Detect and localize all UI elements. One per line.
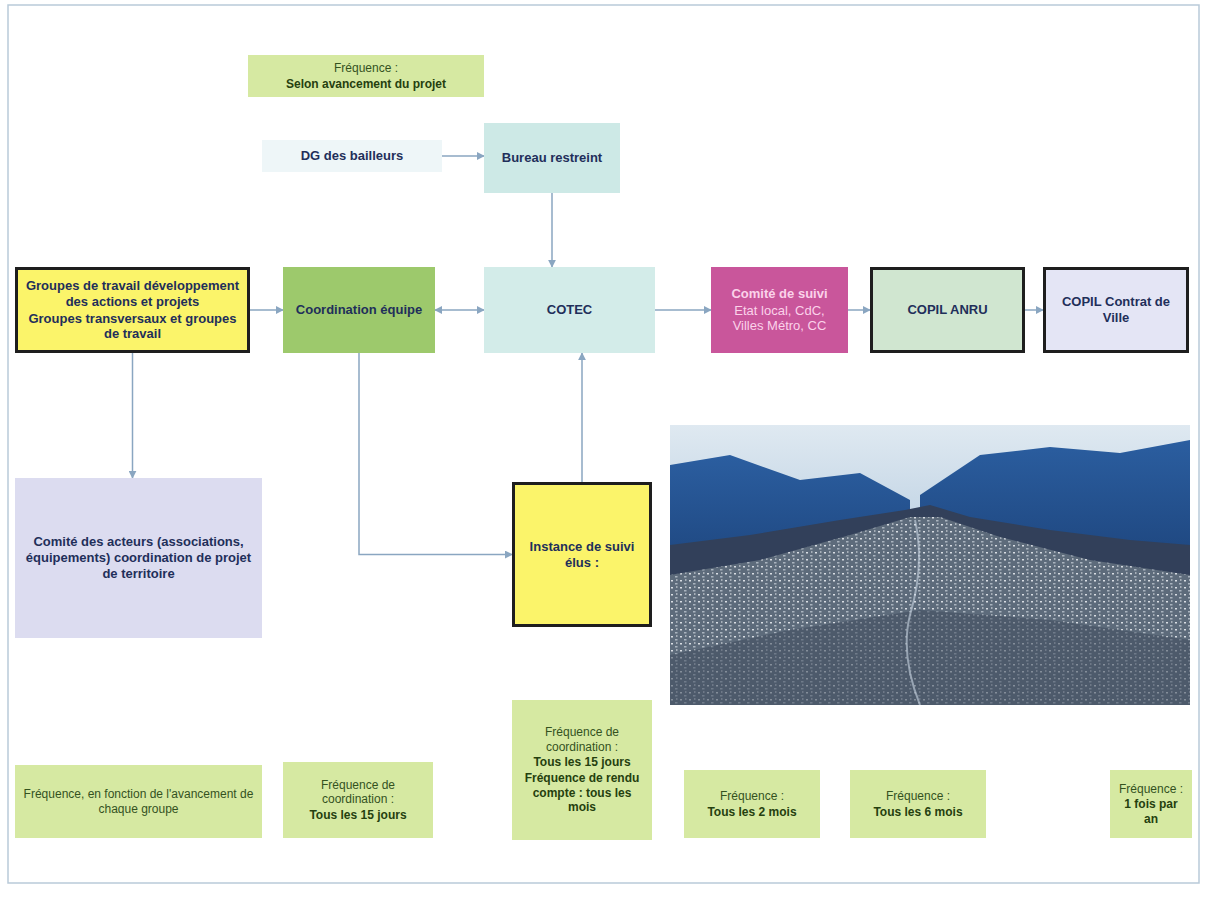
process-box: COPIL Contrat de Ville [1043, 267, 1189, 353]
node-text: Fréquence de coordination : [290, 778, 426, 807]
node-text: COPIL Contrat de Ville [1053, 294, 1179, 326]
frequency-box: Fréquence de coordination :Tous les 15 j… [512, 700, 652, 840]
connector-arrow [250, 309, 283, 311]
node-text: Selon avancement du projet [286, 77, 446, 92]
connector-arrow [551, 193, 553, 267]
process-box: Groupes de travail développement des act… [15, 267, 250, 353]
frequency-box: Fréquence :Tous les 6 mois [850, 770, 986, 838]
node-text: Fréquence : [720, 789, 784, 804]
connector-arrow [1025, 309, 1043, 311]
node-text: Fréquence : [334, 61, 398, 76]
connector-arrow [359, 353, 512, 555]
process-box: Comité de suiviEtat local, CdC, Villes M… [711, 267, 848, 353]
process-box: Bureau restreint [484, 123, 620, 193]
node-text: COPIL ANRU [907, 302, 987, 318]
valley-photo [670, 425, 1190, 705]
connector-arrow [655, 309, 711, 311]
node-text: Tous les 15 jours [309, 808, 406, 823]
node-text: Etat local, CdC, Villes Métro, CC [718, 303, 841, 335]
node-text: Coordination équipe [296, 302, 422, 318]
node-text: Fréquence : [1119, 782, 1183, 797]
process-box: Comité des acteurs (associations, équipe… [15, 478, 262, 638]
frequency-box: Fréquence :1 fois par an [1110, 770, 1192, 838]
node-text: Groupes transversaux et groupes de trava… [25, 311, 240, 343]
node-text: COTEC [547, 302, 593, 318]
process-box: COPIL ANRU [870, 267, 1025, 353]
connector-arrow [848, 309, 870, 311]
process-box: Instance de suivi élus : [512, 482, 652, 627]
process-box: COTEC [484, 267, 655, 353]
connector-arrow [581, 353, 583, 482]
node-text: Comité des acteurs (associations, équipe… [22, 534, 255, 582]
node-text: Tous les 15 jours [533, 755, 630, 770]
node-text: Instance de suivi élus : [522, 539, 642, 571]
connector-arrow [435, 309, 484, 311]
node-text: Tous les 6 mois [873, 805, 962, 820]
connector-arrow [132, 353, 134, 478]
frequency-box: Fréquence de coordination :Tous les 15 j… [283, 762, 433, 838]
actor-box: DG des bailleurs [262, 140, 442, 172]
node-text: Bureau restreint [502, 150, 602, 166]
connector-arrow [442, 155, 484, 157]
frequency-box: Fréquence :Selon avancement du projet [248, 55, 484, 97]
node-text: Comité de suivi [731, 286, 827, 302]
frequency-box: Fréquence :Tous les 2 mois [684, 770, 820, 838]
node-text: Fréquence : [886, 789, 950, 804]
node-text: 1 fois par an [1117, 797, 1185, 826]
node-text: Tous les 2 mois [707, 805, 796, 820]
node-text: DG des bailleurs [301, 148, 404, 164]
node-text: Groupes de travail développement des act… [25, 278, 240, 310]
frequency-box: Fréquence, en fonction de l'avancement d… [15, 765, 262, 838]
node-text: Fréquence, en fonction de l'avancement d… [22, 787, 255, 816]
node-text: Fréquence de rendu compte : tous les moi… [519, 771, 645, 815]
process-box: Coordination équipe [283, 267, 435, 353]
node-text: Fréquence de coordination : [519, 725, 645, 754]
